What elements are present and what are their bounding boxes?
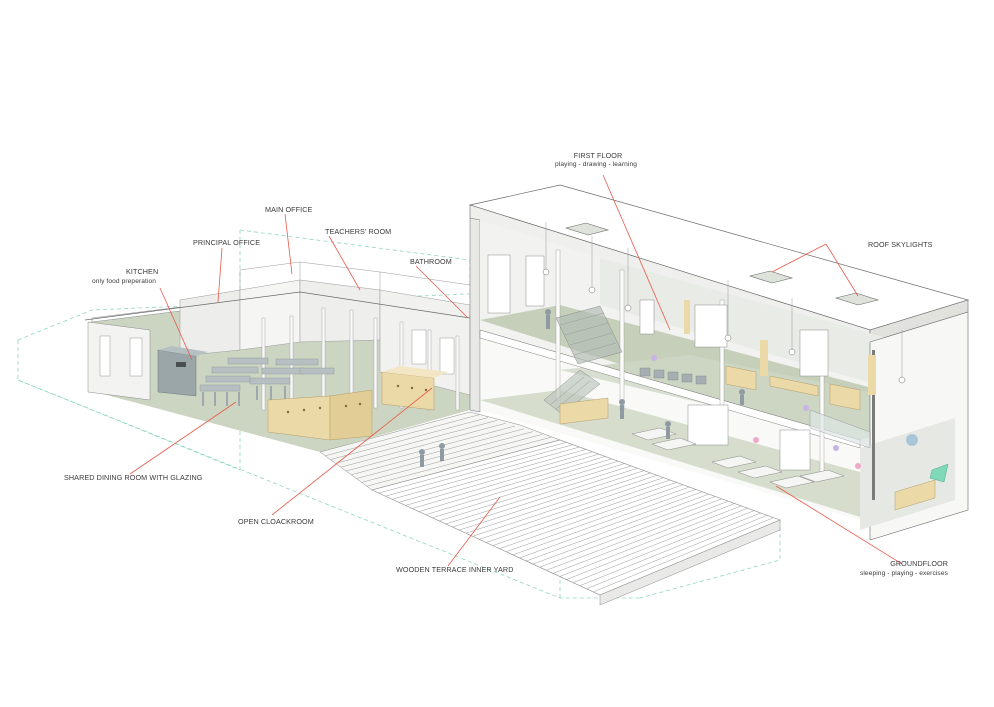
terrace-board [492,482,677,546]
terrace-board [361,434,543,483]
terrace-board [593,517,774,593]
leader-lines [129,174,903,567]
terrace-board [432,460,619,519]
terrace-board [345,425,516,472]
groundfloor-sublabel: sleeping - playing - exercises [860,570,949,577]
bathroom-label: BATHROOM [410,257,452,266]
left-building [84,261,471,452]
main-office-label: MAIN OFFICE [265,205,313,214]
terrace-board [472,475,658,537]
terrace-board [512,489,696,556]
terrace-board [546,500,729,571]
groundfloor-label: GROUNDFLOOR [890,559,948,568]
terrace-board [351,428,525,476]
kitchen-label: KITCHEN [126,267,158,276]
skylight [564,222,880,306]
terrace-board [392,446,580,500]
terrace-board [579,512,761,586]
terrace-board [385,444,574,497]
open-cloakroom-label: OPEN CLOACKROOM [238,517,314,526]
terrace-board [325,414,480,457]
terrace-board [412,453,599,509]
terrace-board [366,436,552,487]
terrace-board [539,498,722,568]
shared-dining-label: SHARED DINING ROOM WITH GLAZING [64,473,203,482]
terrace-board [573,510,755,583]
staircase [543,305,623,415]
terrace-board [586,515,768,590]
principal-office-label: PRINCIPAL OFFICE [193,238,260,247]
terrace-board [438,463,625,522]
terrace-board [552,503,735,574]
terrace-board [445,465,632,525]
right-building [419,184,970,541]
terrace-board [499,484,684,549]
terrace-board [526,493,709,562]
terrace-board [532,496,716,565]
terrace-board [506,486,690,553]
first-floor-sublabel: playing - drawing - learning [555,161,637,168]
terrace-board [340,422,507,468]
terrace-board [425,458,612,515]
kitchen-sublabel: only food preperation [92,278,156,285]
terrace-board [405,451,593,506]
terrace-board [559,505,742,577]
terrace-board [519,491,703,559]
terrace-board [330,417,489,460]
first-floor-label: FIRST FLOOR [574,151,623,160]
terrace-board [485,479,671,543]
terrace-board [452,467,638,528]
terrace-board [418,456,606,512]
terrace-board [465,472,651,534]
terrace-board [398,449,586,503]
roof-skylights-label: ROOF SKYLIGHTS [868,240,933,249]
terrace-board [335,420,498,464]
terrace-board [479,477,664,540]
terrace-board [566,508,748,580]
terrace-board [356,431,534,479]
play-figures [651,355,949,483]
terrace-board [459,470,645,531]
labels: FIRST FLOOR playing - drawing - learning… [64,151,949,577]
teachers-room-label: TEACHERS' ROOM [325,227,391,236]
wooden-terrace-label: WOODEN TERRACE INNER YARD [396,565,514,574]
terrace-board [378,442,567,494]
